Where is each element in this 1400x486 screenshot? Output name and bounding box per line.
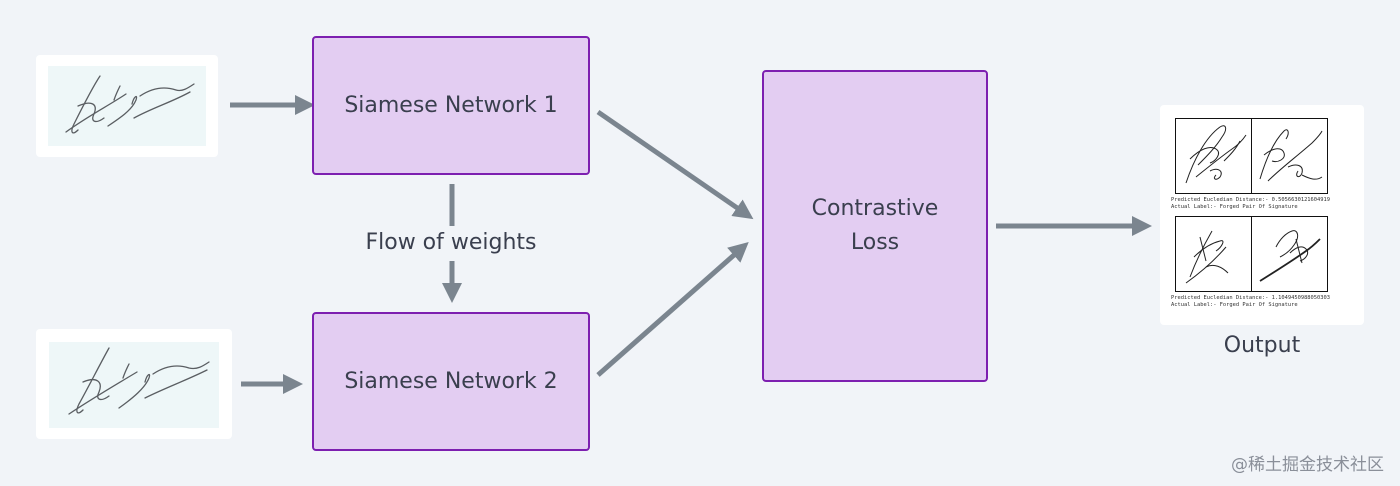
output-pair-1-label: Actual Label:- Forged Pair Of Signature: [1171, 204, 1298, 210]
arrow-network1-to-loss: [596, 109, 754, 220]
input-signature-1: [36, 55, 218, 157]
signature-2-drawing: [68, 347, 210, 415]
siamese-network-1-label: Siamese Network 1: [344, 93, 558, 118]
signature-1-drawing: [65, 75, 195, 134]
output-label: Output: [1223, 333, 1301, 358]
input-signature-2: [36, 329, 232, 439]
output-signature-drawing: [1259, 230, 1321, 282]
output-signature-drawing: [1259, 129, 1323, 182]
output-pair-2-left-signature: [1175, 216, 1252, 292]
output-pair-2-distance: Predicted Eucledian Distance:- 1.1049450…: [1171, 295, 1331, 301]
contrastive-loss-node: Contrastive Loss: [762, 70, 988, 382]
siamese-network-1-node: Siamese Network 1: [312, 36, 590, 175]
output-signature-drawing: [1185, 125, 1247, 184]
output-pair-1-distance: Predicted Eucledian Distance:- 0.5056630…: [1171, 197, 1331, 203]
siamese-network-2-label: Siamese Network 2: [344, 369, 558, 394]
output-pair-1-left-signature: [1175, 118, 1252, 194]
flow-of-weights-label: Flow of weights: [365, 230, 537, 255]
signature-image-background: [49, 342, 219, 428]
output-image: Predicted Eucledian Distance:- 0.5056630…: [1160, 105, 1364, 325]
output-pair-1-right-signature: [1251, 118, 1328, 194]
contrastive-loss-label-line2: Loss: [850, 230, 900, 255]
arrow-network2-to-loss: [596, 242, 749, 377]
output-pair-2-right-signature: [1251, 216, 1328, 292]
siamese-network-2-node: Siamese Network 2: [312, 312, 590, 451]
output-signature-drawing: [1185, 230, 1229, 284]
contrastive-loss-label-line1: Contrastive: [811, 196, 939, 221]
output-pair-2-label: Actual Label:- Forged Pair Of Signature: [1171, 302, 1298, 308]
watermark: @稀土掘金技术社区: [1231, 455, 1384, 475]
